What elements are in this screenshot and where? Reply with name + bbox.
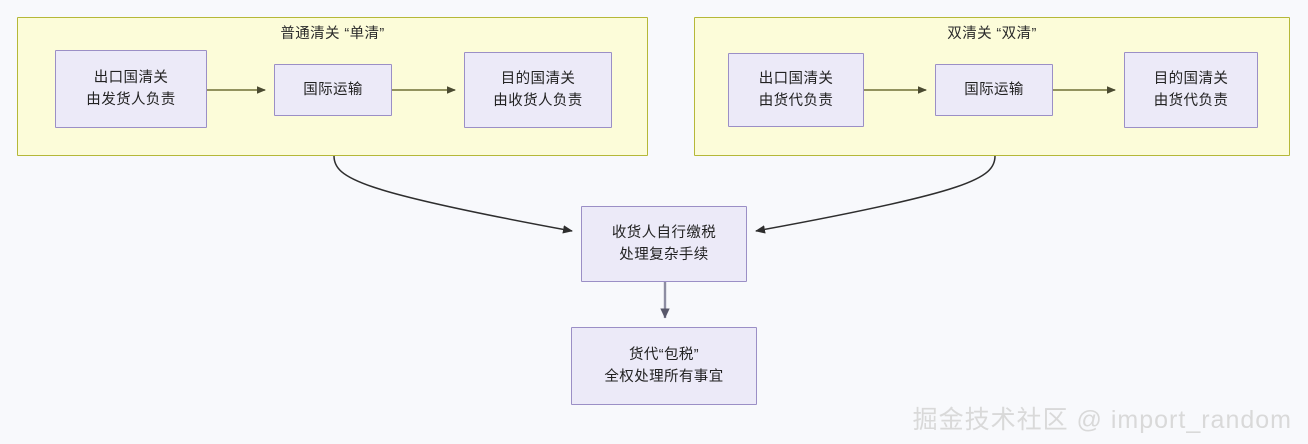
node-international-transport-right-line-1: 国际运输 <box>964 81 1024 98</box>
node-forwarder-tax-included-line-1: 货代“包税” <box>628 346 700 363</box>
group-single-clearance-title: 普通清关 “单清” <box>280 26 385 42</box>
node-export-customs-forwarder-line-1: 出口国清关 <box>758 70 834 87</box>
edge-single-clearance-to-consignee <box>333 155 573 234</box>
node-destination-customs-consignee-line-1: 目的国清关 <box>500 70 576 87</box>
node-export-customs-shipper-line-1: 出口国清关 <box>93 69 169 86</box>
node-consignee-self-pay-tax-line-2: 处理复杂手续 <box>619 247 709 263</box>
node-consignee-self-pay-tax[interactable]: 收货人自行缴税 处理复杂手续 <box>581 206 747 282</box>
node-destination-customs-forwarder[interactable]: 目的国清关 由货代负责 <box>1124 52 1258 128</box>
node-international-transport-right[interactable]: 国际运输 <box>935 64 1053 116</box>
node-export-customs-shipper-line-2: 由发货人负责 <box>86 92 176 108</box>
node-forwarder-tax-included-line-2: 全权处理所有事宜 <box>604 369 724 385</box>
node-destination-customs-consignee-line-2: 由收货人负责 <box>493 93 583 109</box>
node-consignee-self-pay-tax-line-1: 收货人自行缴税 <box>611 224 717 241</box>
watermark: 掘金技术社区 @ import_random <box>912 406 1292 434</box>
node-international-transport-left-line-1: 国际运输 <box>303 81 363 98</box>
edge-double-clearance-to-consignee <box>755 155 996 234</box>
node-destination-customs-forwarder-line-1: 目的国清关 <box>1153 70 1229 87</box>
node-destination-customs-forwarder-line-2: 由货代负责 <box>1153 93 1229 109</box>
node-destination-customs-consignee[interactable]: 目的国清关 由收货人负责 <box>464 52 612 128</box>
node-international-transport-left[interactable]: 国际运输 <box>274 64 392 116</box>
node-export-customs-forwarder[interactable]: 出口国清关 由货代负责 <box>728 53 864 127</box>
node-forwarder-tax-included[interactable]: 货代“包税” 全权处理所有事宜 <box>571 327 757 405</box>
node-export-customs-shipper[interactable]: 出口国清关 由发货人负责 <box>55 50 207 128</box>
node-export-customs-forwarder-line-2: 由货代负责 <box>758 93 834 109</box>
group-double-clearance-title: 双清关 “双清” <box>947 26 1037 42</box>
